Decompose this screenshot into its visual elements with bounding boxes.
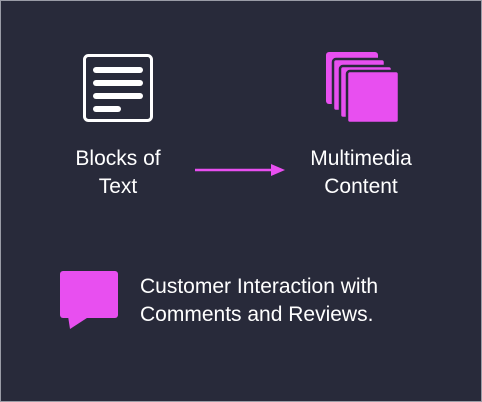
left-node-line2: Text [98, 175, 138, 198]
speech-bubble-icon [60, 271, 118, 329]
bottom-item-line1: Customer Interaction with [140, 275, 379, 298]
left-node-label: Blocks of Text [58, 145, 178, 201]
right-node-line2: Content [324, 175, 398, 198]
stacked-pages-icon [326, 52, 401, 125]
bottom-item-label: Customer Interaction with Comments and R… [140, 273, 460, 329]
right-node-label: Multimedia Content [291, 145, 431, 201]
right-node-line1: Multimedia [310, 147, 412, 170]
bottom-item-line2: Comments and Reviews. [140, 303, 374, 326]
document-text-icon [83, 54, 153, 122]
left-node-line1: Blocks of [75, 147, 161, 170]
arrow-right-icon [195, 164, 285, 176]
